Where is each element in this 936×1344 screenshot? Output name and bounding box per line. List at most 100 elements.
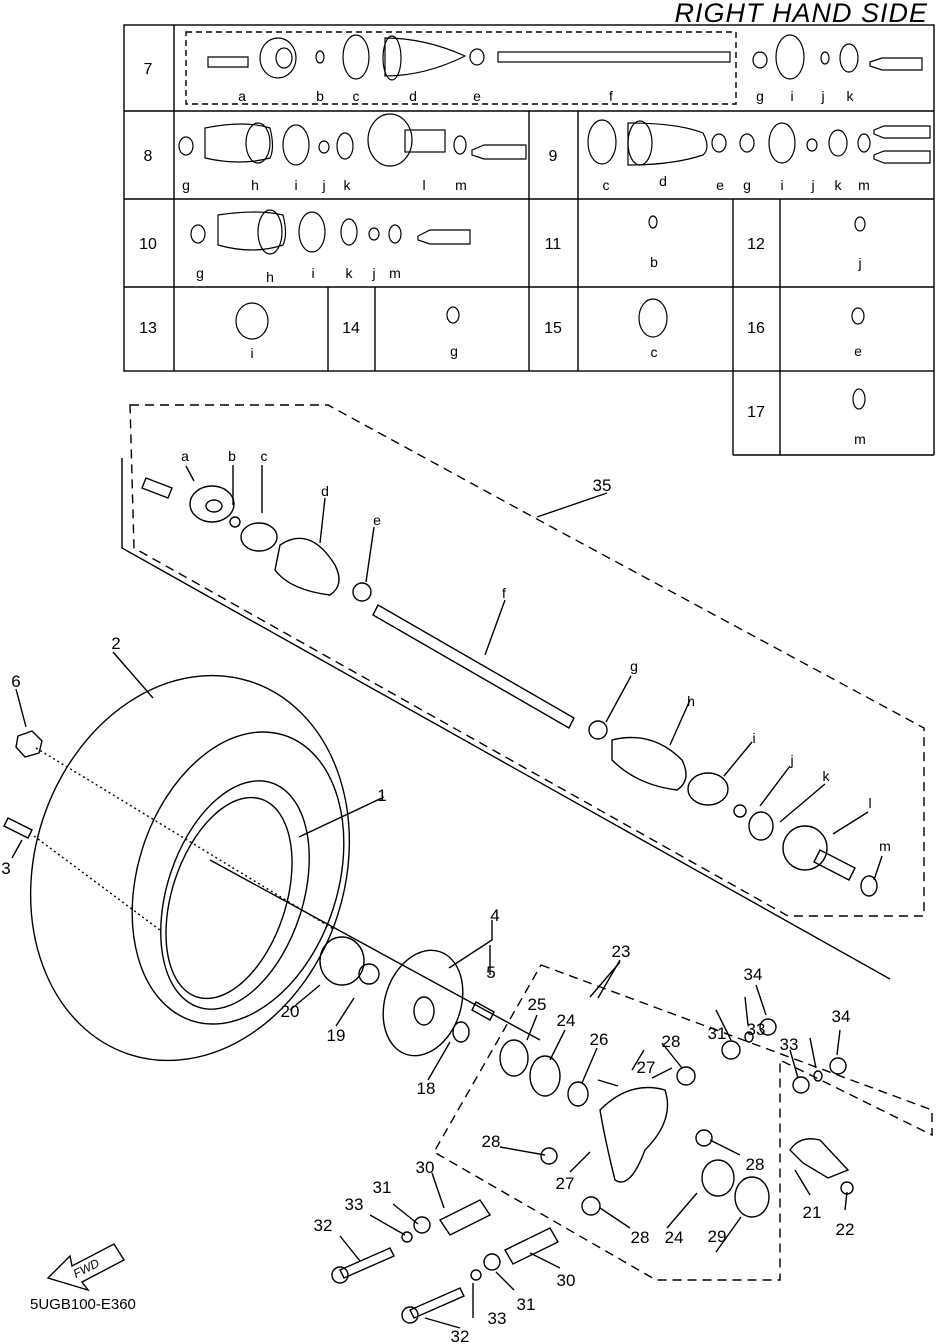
- part-label: f: [609, 88, 613, 104]
- part-label: l: [422, 177, 425, 193]
- fwd-label: FWD: [71, 1256, 102, 1281]
- row-ref-14: 14: [342, 320, 360, 337]
- part-label: 27: [637, 1058, 656, 1077]
- kit-table-text: 7 8 9 10 11 12 13 14 15 16 17: [139, 61, 765, 421]
- part-label: d: [659, 173, 667, 189]
- kit-table-grid: [123, 24, 935, 456]
- part-label: j: [857, 255, 861, 271]
- part-label: 33: [345, 1195, 364, 1214]
- part-label: 23: [612, 942, 631, 961]
- part-label: g: [630, 658, 638, 674]
- part-label: 2: [111, 634, 120, 653]
- part-label: b: [650, 254, 658, 270]
- wheel-assembly: [3, 651, 541, 1081]
- row-ref-16: 16: [747, 320, 765, 337]
- part-label: b: [316, 88, 324, 104]
- part-label: 34: [832, 1007, 851, 1026]
- part-label: 30: [557, 1271, 576, 1290]
- part-label: a: [238, 88, 246, 104]
- part-label: f: [502, 585, 506, 601]
- part-label: j: [321, 177, 325, 193]
- kit-icons: [178, 34, 931, 410]
- part-label: 32: [314, 1216, 333, 1235]
- part-label: 29: [708, 1227, 727, 1246]
- part-label: 34: [744, 965, 763, 984]
- part-label: j: [810, 177, 814, 193]
- part-label: j: [371, 265, 375, 281]
- part-label: i: [250, 345, 253, 361]
- part-label: k: [835, 177, 843, 193]
- part-label: i: [790, 88, 793, 104]
- part-label: 33: [488, 1309, 507, 1328]
- row-ref-11: 11: [545, 236, 562, 253]
- part-label: c: [651, 344, 658, 360]
- part-number-labels: 1 2 3 4 5 6 18 19 20 21 22 23 24 25 26 2…: [1, 476, 854, 1246]
- part-label: m: [858, 177, 870, 193]
- part-label: 5: [486, 963, 495, 982]
- part-label: k: [847, 88, 855, 104]
- part-label: 19: [327, 1026, 346, 1045]
- repeated-part-number-labels: 23 28 27 28 28 24 30 31 32 33 33 33 31 3…: [345, 1007, 851, 1344]
- part-label: i: [752, 730, 755, 746]
- part-label: g: [196, 265, 204, 281]
- part-label: 28: [746, 1155, 765, 1174]
- part-label: 32: [451, 1327, 470, 1344]
- part-label: 3: [1, 859, 10, 878]
- kit-table-letters: a b c d e f g i j k g h i j k l m c d e …: [182, 88, 870, 447]
- drive-shaft-letters: a b c d e f g h i j k l m: [181, 448, 891, 854]
- part-label: a: [181, 448, 189, 464]
- part-label: g: [182, 177, 190, 193]
- part-label: 31: [708, 1024, 727, 1043]
- part-label: 24: [557, 1011, 576, 1030]
- row-ref-12: 12: [747, 236, 765, 253]
- part-label: g: [450, 343, 458, 359]
- part-label: 18: [417, 1079, 436, 1098]
- part-label: 27: [556, 1174, 575, 1193]
- part-label: h: [251, 177, 259, 193]
- row-ref-9: 9: [549, 148, 558, 165]
- part-label: 35: [593, 476, 612, 495]
- part-label: c: [261, 448, 268, 464]
- part-label: m: [879, 838, 891, 854]
- row-ref-10: 10: [139, 236, 157, 253]
- part-label: 33: [780, 1035, 799, 1054]
- part-label: 30: [416, 1158, 435, 1177]
- part-label: 4: [490, 906, 499, 925]
- part-label: 22: [836, 1220, 855, 1239]
- part-label: d: [321, 483, 329, 499]
- fwd-arrow-icon: [46, 1243, 125, 1292]
- page-title: RIGHT HAND SIDE: [674, 0, 928, 28]
- row-ref-7: 7: [144, 61, 153, 78]
- drive-shaft-assembly: [121, 404, 925, 980]
- part-label: i: [294, 177, 297, 193]
- part-label: k: [344, 177, 352, 193]
- part-label: d: [409, 88, 417, 104]
- row-ref-13: 13: [139, 320, 157, 337]
- part-label: 31: [373, 1178, 392, 1197]
- part-label: l: [868, 795, 871, 811]
- part-label: b: [228, 448, 236, 464]
- row-ref-15: 15: [544, 320, 562, 337]
- diagram-code: 5UGB100-E360: [30, 1296, 136, 1313]
- part-label: 28: [482, 1132, 501, 1151]
- part-label: e: [473, 88, 481, 104]
- part-label: m: [455, 177, 467, 193]
- part-label: 24: [665, 1228, 684, 1247]
- part-label: e: [373, 512, 381, 528]
- part-label: 21: [803, 1203, 822, 1222]
- knuckle-assembly: [331, 959, 933, 1329]
- part-label: k: [346, 265, 354, 281]
- part-label: h: [687, 693, 695, 709]
- part-label: g: [756, 88, 764, 104]
- part-label: e: [716, 177, 724, 193]
- part-label: c: [353, 88, 360, 104]
- part-label: 33: [747, 1020, 766, 1039]
- part-label: 1: [377, 786, 386, 805]
- row-ref-17: 17: [747, 404, 765, 421]
- part-label: g: [743, 177, 751, 193]
- part-label: j: [820, 88, 824, 104]
- part-label: 20: [281, 1002, 300, 1021]
- part-label: 25: [528, 995, 547, 1014]
- row-ref-8: 8: [144, 148, 153, 165]
- part-label: 28: [631, 1228, 650, 1247]
